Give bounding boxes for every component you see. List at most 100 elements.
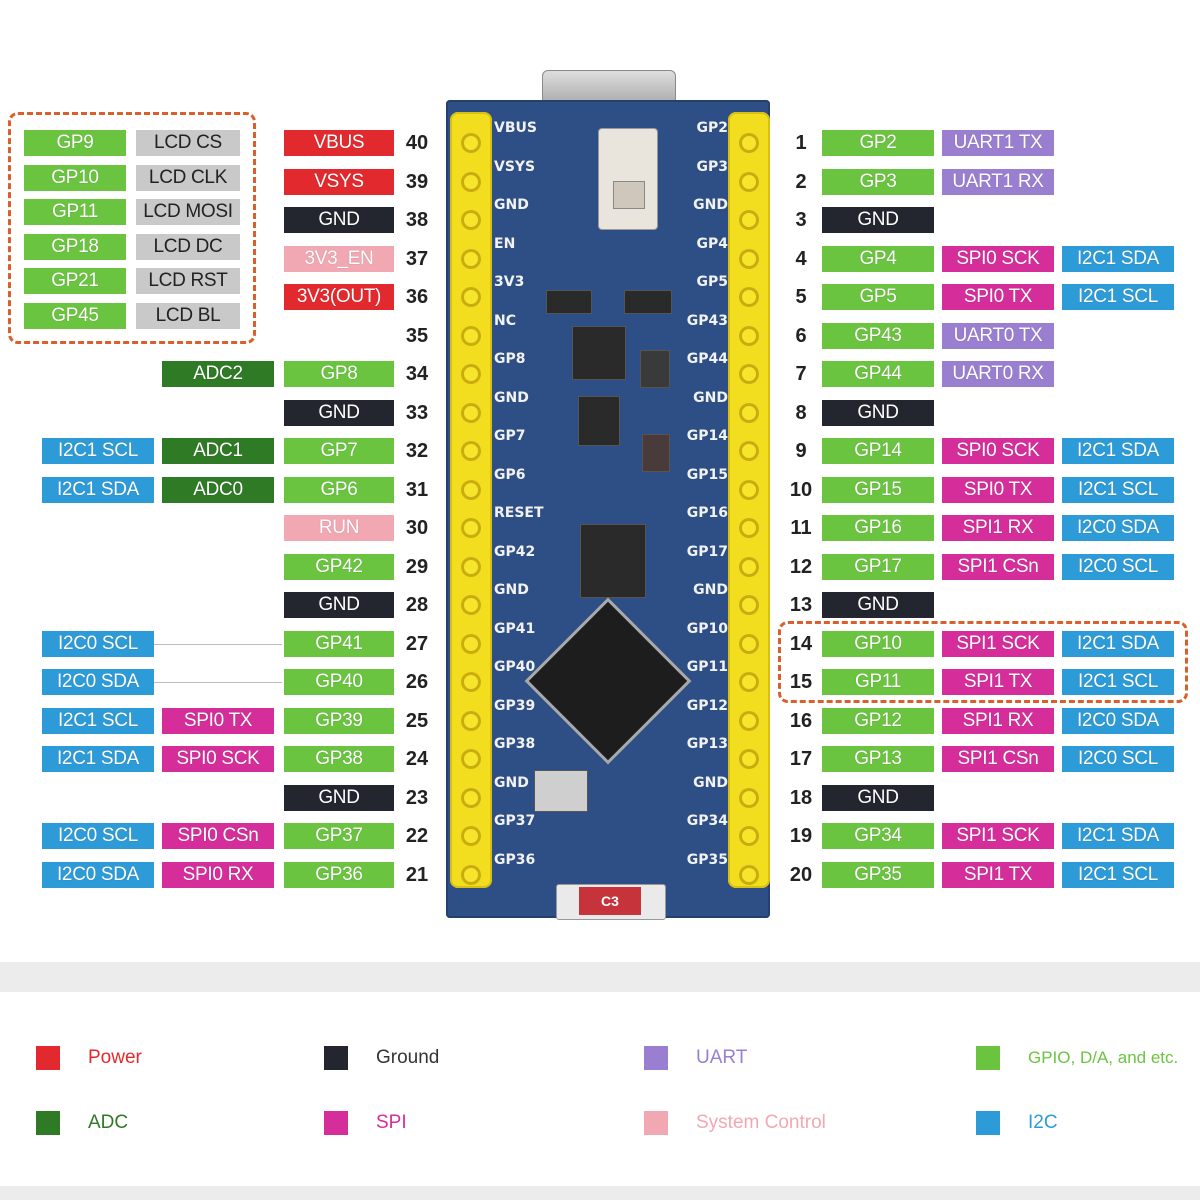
pin-10-label: I2C1 SCL [1062, 476, 1174, 503]
ic-chip [572, 326, 626, 380]
pin-5-label: GP5 [822, 284, 934, 310]
highlight-box-pins-14-15 [778, 621, 1188, 703]
board-silk-left-label: 3V3 [494, 274, 525, 290]
header-pin-hole [461, 479, 481, 500]
header-pin-hole [739, 749, 759, 769]
board-silk-right-label: GP4 [696, 235, 729, 252]
header-pin-hole [461, 864, 481, 885]
board-silk-right-label: GP34 [686, 813, 728, 829]
pin-19-label: I2C1 SDA [1062, 823, 1174, 849]
pin-14-label: SPI1 SCK [942, 630, 1054, 657]
pin-38-label: GND [284, 207, 394, 233]
header-pin-hole [739, 864, 759, 885]
header-pin-hole [461, 441, 481, 461]
pin-5-label: I2C1 SCL [1062, 284, 1174, 310]
fuse-label: C3 [579, 887, 641, 915]
pin-9-label: I2C1 SDA [1062, 438, 1174, 464]
header-pin-hole [739, 402, 759, 423]
pin-number: 23 [405, 786, 429, 809]
legend-item-power: Power [36, 1046, 286, 1072]
header-pin-hole [461, 595, 481, 615]
board-silk-left-label: GP36 [494, 851, 536, 868]
pin-19-label: SPI1 SCK [942, 823, 1054, 849]
header-pin-hole [461, 518, 481, 538]
legend-swatch [976, 1046, 1000, 1070]
pin-number: 24 [405, 748, 429, 770]
board-silk-right-label: GP15 [686, 466, 728, 483]
pin-number: 19 [789, 825, 813, 847]
header-pin-hole [739, 556, 759, 577]
pin-26-label: I2C0 SDA [42, 669, 154, 695]
pin-number: 34 [405, 363, 429, 385]
pin-32-label: GP7 [284, 438, 394, 464]
legend-item-spi: SPI [324, 1111, 574, 1137]
pin-21-label: GP36 [284, 861, 394, 888]
pin-7-label: UART0 RX [942, 361, 1054, 387]
legend-divider-top [0, 962, 1200, 992]
board-silk-right-label: GP5 [696, 274, 729, 290]
pin-34-label: ADC2 [162, 361, 274, 387]
board-silk-right-label: GP13 [686, 736, 728, 752]
board-silk-right-label: GP2 [696, 120, 729, 136]
header-pin-hole [739, 133, 759, 153]
lcd-gpio-label: GP10 [24, 164, 126, 191]
pin-number: 8 [795, 401, 807, 424]
pin-8-label: GND [822, 399, 934, 426]
pin-number: 38 [405, 209, 429, 231]
header-pin-hole [461, 171, 481, 192]
pin-22-label: SPI0 CSn [162, 823, 274, 849]
header-pin-hole [461, 672, 481, 692]
header-pin-hole [739, 672, 759, 692]
board-silk-right-label: GP44 [686, 351, 728, 367]
pin-number: 25 [405, 709, 429, 732]
pin-24-label: I2C1 SDA [42, 746, 154, 772]
pin-24-label: SPI0 SCK [162, 746, 274, 772]
pin-17-label: GP13 [822, 746, 934, 772]
pin-9-label: SPI0 SCK [942, 438, 1054, 464]
board-silk-right-label: GP10 [686, 620, 728, 637]
pin-number: 31 [405, 478, 429, 501]
pin-14-label: GP10 [822, 630, 934, 657]
pin-4-label: I2C1 SDA [1062, 245, 1174, 272]
pin-29-label: GP42 [284, 553, 394, 580]
pin-40-label: VBUS [284, 130, 394, 156]
pin-number: 30 [405, 517, 429, 539]
legend-item-system: System Control [644, 1111, 894, 1137]
pin-number: 7 [795, 363, 807, 385]
lcd-pins-box [8, 112, 256, 344]
header-pin-hole [461, 556, 481, 577]
legend-swatch [644, 1111, 668, 1135]
board-silk-left-label: GP37 [494, 813, 536, 829]
pin-21-label: I2C0 SDA [42, 861, 154, 888]
pin-number: 10 [789, 478, 813, 501]
legend-label: UART [696, 1047, 748, 1068]
pin-36-label: 3V3(OUT) [284, 284, 394, 310]
pin-26-label: GP40 [284, 669, 394, 695]
legend-swatch [36, 1046, 60, 1070]
pin-12-label: GP17 [822, 553, 934, 580]
pin-31-label: I2C1 SDA [42, 476, 154, 503]
board-silk-right-label: GP35 [686, 851, 728, 868]
pin-31-label: ADC0 [162, 476, 274, 503]
pin-39-label: VSYS [284, 168, 394, 195]
lcd-gpio-label: GP18 [24, 233, 126, 260]
board-silk-left-label: GP41 [494, 620, 536, 637]
legend-divider-bottom [0, 1186, 1200, 1200]
header-pin-hole [739, 210, 759, 230]
flash-chip [580, 524, 646, 598]
pin-number: 17 [789, 748, 813, 770]
legend-item-gpio: GPIO, D/A, and etc. [976, 1046, 1196, 1072]
pin-number: 13 [789, 594, 813, 616]
pin-number: 14 [789, 632, 813, 655]
header-pin-hole [461, 633, 481, 654]
board-silk-left-label: EN [494, 235, 516, 252]
pin-6-label: UART0 TX [942, 322, 1054, 349]
header-pin-hole [739, 633, 759, 654]
header-pin-hole [461, 749, 481, 769]
header-pin-hole [739, 287, 759, 307]
legend-label: Ground [376, 1047, 440, 1068]
legend-swatch [644, 1046, 668, 1070]
connector-latch [613, 181, 645, 209]
pin-number: 27 [405, 632, 429, 655]
board-silk-right-label: GP3 [696, 158, 729, 175]
